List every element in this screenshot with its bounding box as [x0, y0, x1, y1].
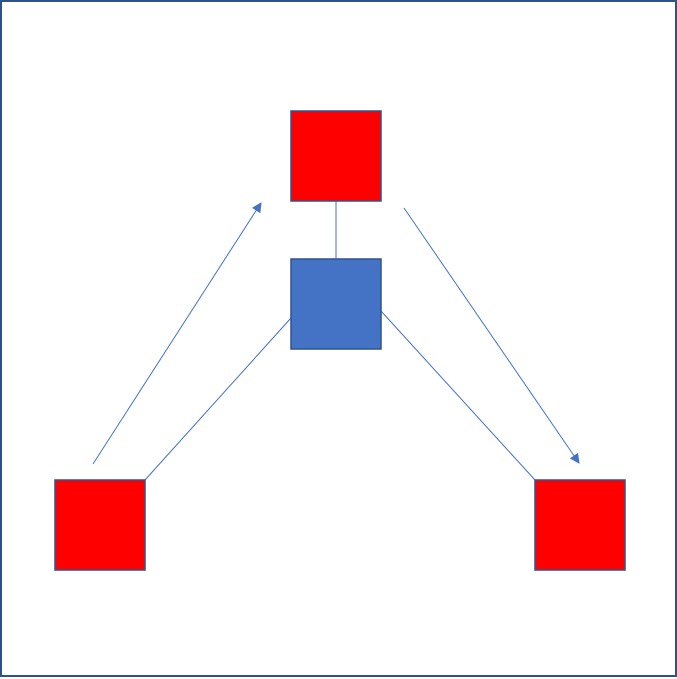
node-center-blue-square	[290, 258, 382, 350]
arrow-top-to-right	[403, 207, 580, 464]
node-left-red-square	[54, 479, 146, 571]
connector-center-right	[380, 310, 536, 481]
arrow-left-to-top	[92, 202, 262, 465]
node-top-red-square	[290, 110, 382, 202]
node-right-red-square	[534, 479, 626, 571]
connector-center-left	[144, 317, 292, 481]
